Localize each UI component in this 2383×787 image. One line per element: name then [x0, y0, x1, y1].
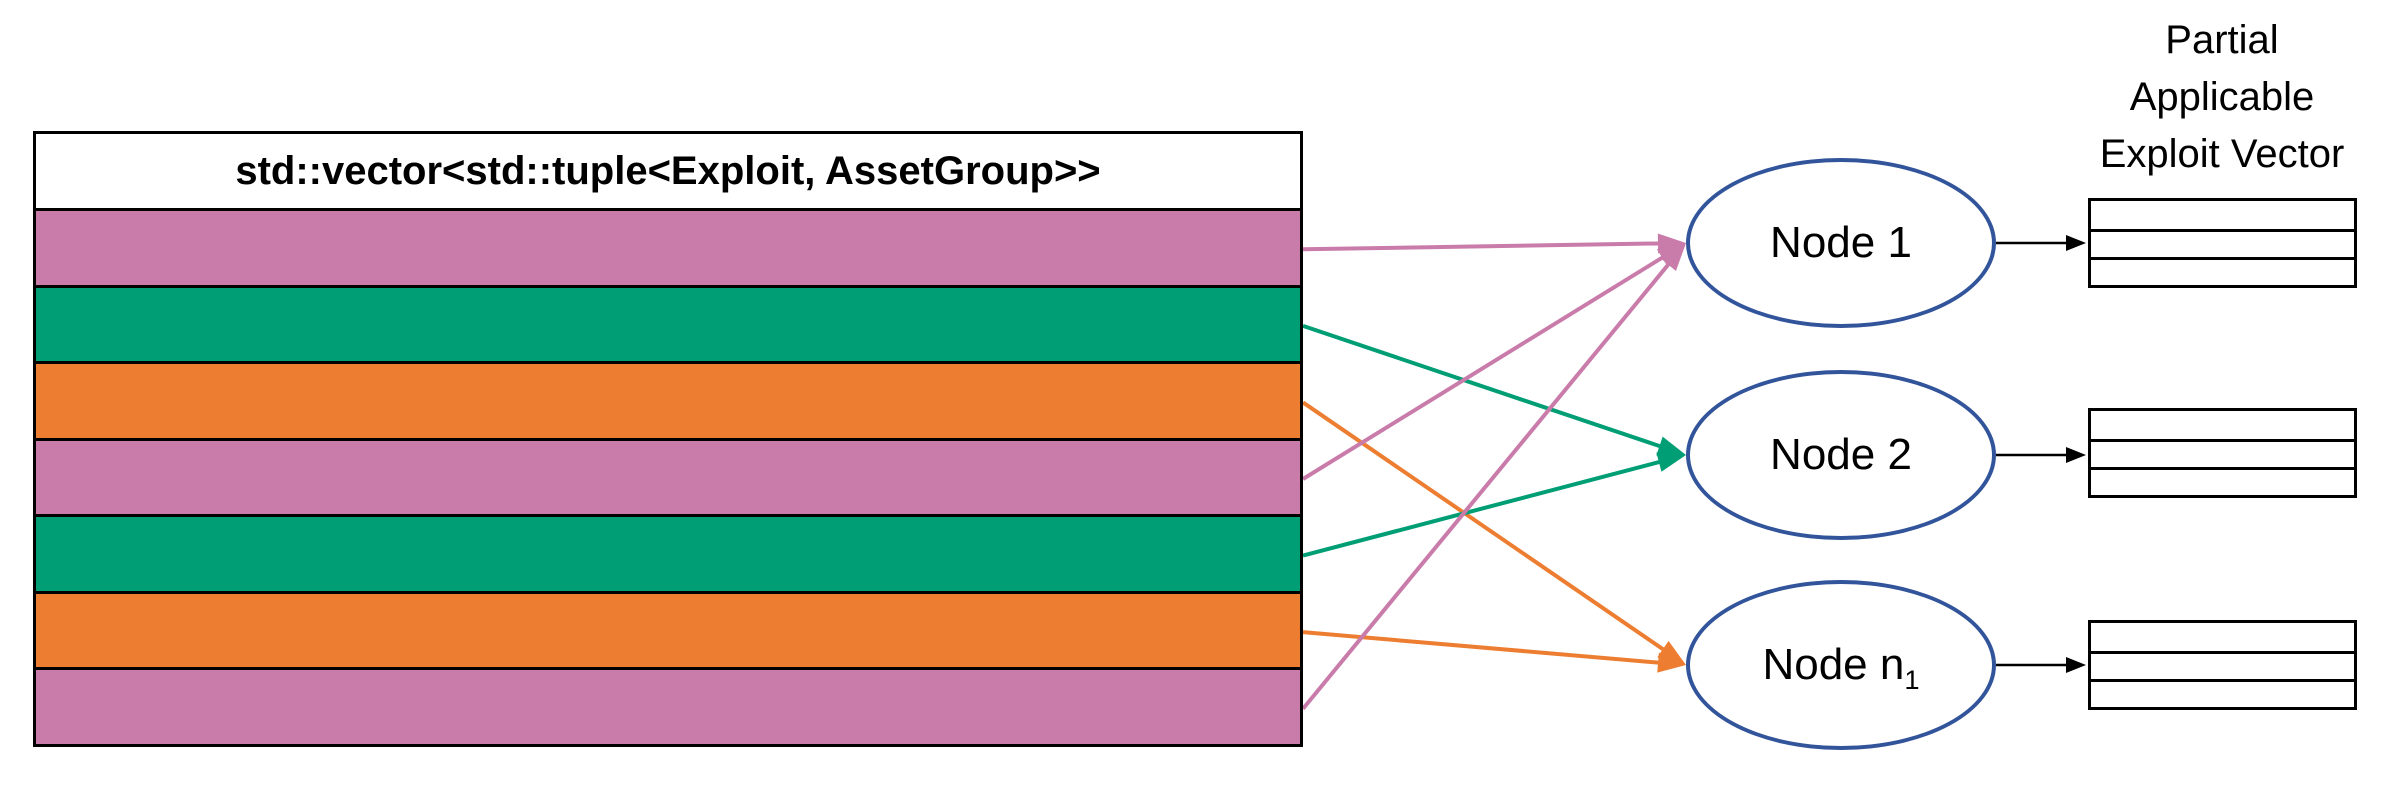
- mini-table-row: [2091, 257, 2354, 285]
- link-arrow-orange: [1301, 400, 1686, 665]
- link-arrow-orange: [1302, 630, 1686, 673]
- node-1-ellipse: Node 1: [1686, 158, 1996, 328]
- mini-table-row: [2091, 467, 2354, 495]
- vector-row-pink: [33, 670, 1303, 747]
- mini-table-row: [2091, 439, 2354, 467]
- vector-row-green: [33, 287, 1303, 365]
- node-1-label-text: Node 1: [1770, 218, 1912, 267]
- tuple-vector-header: std::vector<std::tuple<Exploit, AssetGro…: [33, 131, 1303, 211]
- node-n1-label-subscript: 1: [1904, 663, 1920, 695]
- node-n1-label: Node n1: [1762, 640, 1919, 693]
- node-2-label-text: Node 2: [1770, 430, 1912, 479]
- partial-applicable-exploit-vector-title: Partial Applicable Exploit Vector: [2042, 12, 2383, 183]
- mini-table-row: [2091, 229, 2354, 257]
- partial-exploit-vector-table-1: [2088, 198, 2357, 288]
- vector-row-pink: [33, 440, 1303, 518]
- link-arrow-green: [1302, 452, 1686, 558]
- link-arrow-pink: [1301, 243, 1686, 481]
- node-2-ellipse: Node 2: [1686, 370, 1996, 540]
- connector-arrow-node-1: [1996, 235, 2086, 251]
- vector-row-orange: [33, 593, 1303, 671]
- vector-row-green: [33, 517, 1303, 594]
- vector-row-pink: [33, 211, 1303, 288]
- mini-table-row: [2091, 411, 2354, 439]
- mini-table-row: [2091, 623, 2354, 651]
- title-line-3: Exploit Vector: [2099, 132, 2345, 176]
- mini-table-row: [2091, 679, 2354, 707]
- mini-table-row: [2091, 651, 2354, 679]
- partial-exploit-vector-table-2: [2088, 408, 2357, 498]
- node-n1-label-text: Node n: [1762, 640, 1905, 689]
- node-n1-ellipse: Node n1: [1686, 580, 1996, 750]
- link-arrow-green: [1302, 323, 1686, 456]
- title-line-2: Applicable: [2129, 75, 2315, 119]
- node-1-label: Node 1: [1770, 218, 1912, 268]
- mini-table-row: [2091, 201, 2354, 229]
- partial-exploit-vector-table-3: [2088, 620, 2357, 710]
- title-line-1: Partial: [2165, 18, 2279, 62]
- connector-arrow-node-n1: [1996, 657, 2086, 673]
- node-2-label: Node 2: [1770, 430, 1912, 480]
- link-arrow-pink: [1301, 243, 1686, 710]
- tuple-vector-rows: [33, 211, 1303, 747]
- connector-arrow-node-2: [1996, 447, 2086, 463]
- link-arrow-pink: [1302, 233, 1686, 254]
- vector-row-orange: [33, 364, 1303, 441]
